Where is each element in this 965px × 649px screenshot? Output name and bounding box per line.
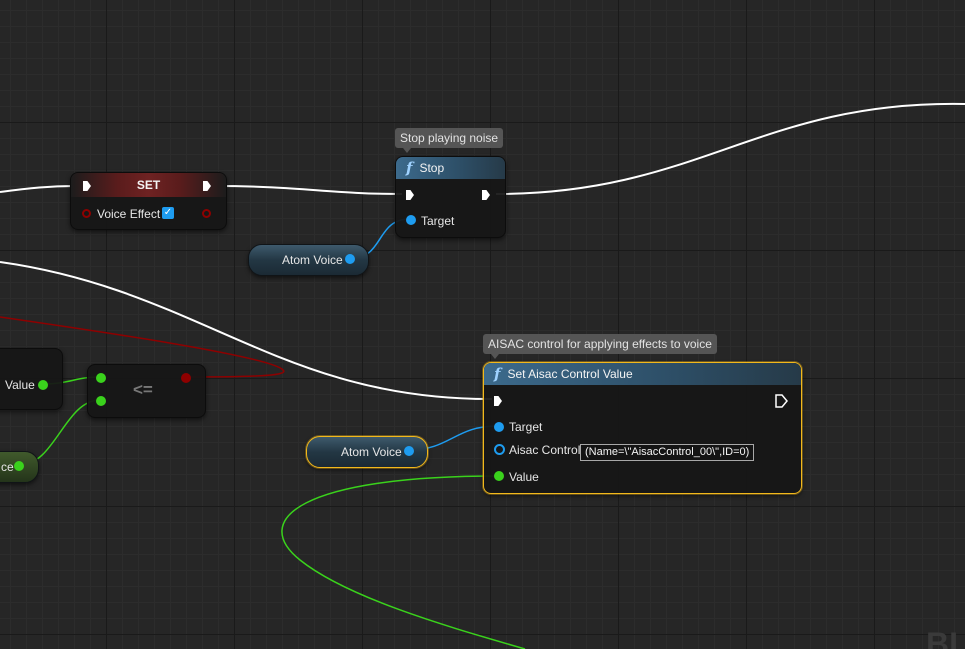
value-input-pin[interactable] <box>494 471 504 481</box>
aisac-control-value-field[interactable]: (Name=\"AisacControl_00\",ID=0) <box>580 444 755 461</box>
partial-getter-node[interactable]: Value <box>0 348 63 410</box>
exec-wire[interactable] <box>215 185 403 195</box>
compare-operator: <= <box>133 380 153 399</box>
bool-wire[interactable] <box>0 316 285 378</box>
partial-variable-label: ce <box>1 460 14 474</box>
atom-voice-output-pin[interactable] <box>345 254 355 264</box>
exec-output-pin[interactable] <box>482 190 490 200</box>
stop-node-title: Stop <box>419 161 445 175</box>
set-node-header: SET <box>71 173 226 197</box>
exec-input-pin[interactable] <box>83 181 91 191</box>
set-aisac-control-value-node[interactable]: f Set Aisac Control Value Target Aisac C… <box>483 362 802 494</box>
blueprint-watermark: BL <box>926 628 965 649</box>
value-output-label: Value <box>5 378 35 392</box>
function-icon: f <box>494 365 501 383</box>
partial-variable-pill[interactable]: ce <box>0 451 39 483</box>
aisac-control-input-pin[interactable] <box>494 444 505 455</box>
value-label: Value <box>509 470 539 484</box>
aisac-node-header: f Set Aisac Control Value <box>484 363 801 385</box>
stop-node[interactable]: f Stop Target <box>395 156 506 238</box>
aisac-comment: AISAC control for applying effects to vo… <box>483 334 717 359</box>
exec-wire[interactable] <box>0 185 76 193</box>
exec-input-pin[interactable] <box>494 396 502 406</box>
exec-output-pin[interactable] <box>775 394 788 408</box>
compare-node[interactable]: <= <box>87 364 206 418</box>
partial-variable-pin[interactable] <box>14 461 24 471</box>
target-input-pin[interactable] <box>406 215 416 225</box>
target-label: Target <box>421 214 455 228</box>
voice-effect-label: Voice Effect <box>97 207 161 221</box>
set-node[interactable]: SET Voice Effect ✓ <box>70 172 227 230</box>
exec-wire[interactable] <box>0 261 493 401</box>
target-label: Target <box>509 420 543 434</box>
exec-output-pin[interactable] <box>203 181 211 191</box>
atom-voice-variable[interactable]: Atom Voice <box>248 244 369 276</box>
voice-effect-output-pin[interactable] <box>202 209 211 218</box>
compare-input-b-pin[interactable] <box>96 396 106 406</box>
aisac-node-title: Set Aisac Control Value <box>507 367 633 381</box>
voice-effect-checkbox[interactable]: ✓ <box>162 207 174 219</box>
exec-wire[interactable] <box>495 102 965 195</box>
atom-voice-variable-selected[interactable]: Atom Voice <box>306 436 428 468</box>
aisac-control-label: Aisac Control <box>509 443 581 457</box>
target-input-pin[interactable] <box>494 422 504 432</box>
stop-comment: Stop playing noise <box>395 128 504 153</box>
exec-input-pin[interactable] <box>406 190 414 200</box>
function-icon: f <box>406 159 413 177</box>
value-output-pin[interactable] <box>38 380 48 390</box>
atom-voice-label: Atom Voice <box>282 253 343 267</box>
atom-voice-label: Atom Voice <box>341 445 402 459</box>
atom-voice-output-pin[interactable] <box>404 446 414 456</box>
compare-output-pin[interactable] <box>181 373 191 383</box>
float-wire[interactable] <box>281 475 526 649</box>
compare-input-a-pin[interactable] <box>96 373 106 383</box>
set-node-title: SET <box>136 178 161 192</box>
stop-node-header: f Stop <box>396 157 505 179</box>
voice-effect-input-pin[interactable] <box>82 209 91 218</box>
